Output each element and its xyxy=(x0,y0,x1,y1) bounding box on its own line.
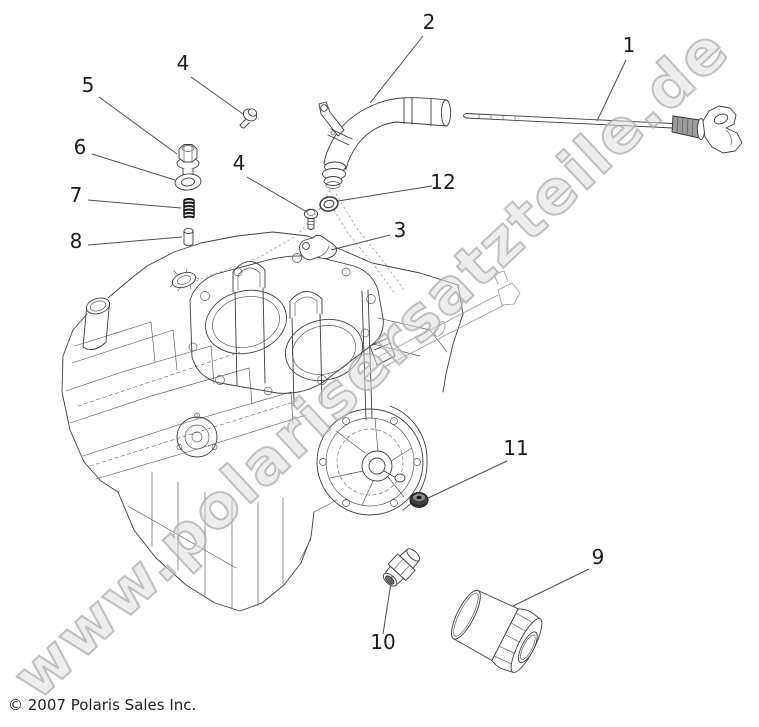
part-fitting xyxy=(382,548,421,587)
callout-8: 8 xyxy=(70,229,83,253)
leader-line-12 xyxy=(337,185,433,202)
part-washer xyxy=(174,173,202,191)
part-clamp-bracket xyxy=(299,234,337,261)
part-screw-lower xyxy=(303,208,319,230)
leader-line-11 xyxy=(427,460,508,499)
callout-1: 1 xyxy=(623,33,636,57)
engine-block-drawing xyxy=(61,231,464,612)
callout-9: 9 xyxy=(592,545,605,569)
callout-labels: 1 2 3 4 4 5 6 7 8 9 10 11 12 xyxy=(70,10,636,654)
leader-line-5 xyxy=(98,96,178,155)
callout-10: 10 xyxy=(370,630,395,654)
part-screw-upper xyxy=(239,108,258,129)
part-o-ring xyxy=(319,196,339,212)
leader-line-6 xyxy=(91,153,176,181)
part-dowel-pin xyxy=(183,227,194,247)
leader-line-4a xyxy=(190,76,244,115)
callout-3: 3 xyxy=(394,218,407,242)
callout-12: 12 xyxy=(430,170,455,194)
callout-4-upper: 4 xyxy=(177,51,190,75)
part-oil-filter xyxy=(451,589,543,673)
leader-line-10 xyxy=(382,575,393,635)
callout-5: 5 xyxy=(82,73,95,97)
leader-line-3 xyxy=(330,234,391,251)
leader-lines xyxy=(87,35,627,635)
part-oil-fill-tube xyxy=(318,97,452,189)
part-dipstick xyxy=(463,105,743,154)
callout-6: 6 xyxy=(74,135,87,159)
part-spring xyxy=(183,197,195,219)
leader-line-8 xyxy=(87,236,183,246)
leader-line-1 xyxy=(596,59,627,122)
copyright-text: © 2007 Polaris Sales Inc. xyxy=(8,696,196,714)
part-nut xyxy=(409,492,429,508)
callout-2: 2 xyxy=(423,10,436,34)
leader-line-4b xyxy=(246,176,308,213)
part-flange-bolt xyxy=(176,144,200,177)
callout-4-lower: 4 xyxy=(233,151,246,175)
ghost-dipstick-tube xyxy=(195,189,521,368)
leader-line-9 xyxy=(512,568,590,607)
leader-line-2 xyxy=(369,35,424,104)
leader-line-7 xyxy=(87,199,182,209)
callout-7: 7 xyxy=(70,183,83,207)
callout-11: 11 xyxy=(503,436,528,460)
